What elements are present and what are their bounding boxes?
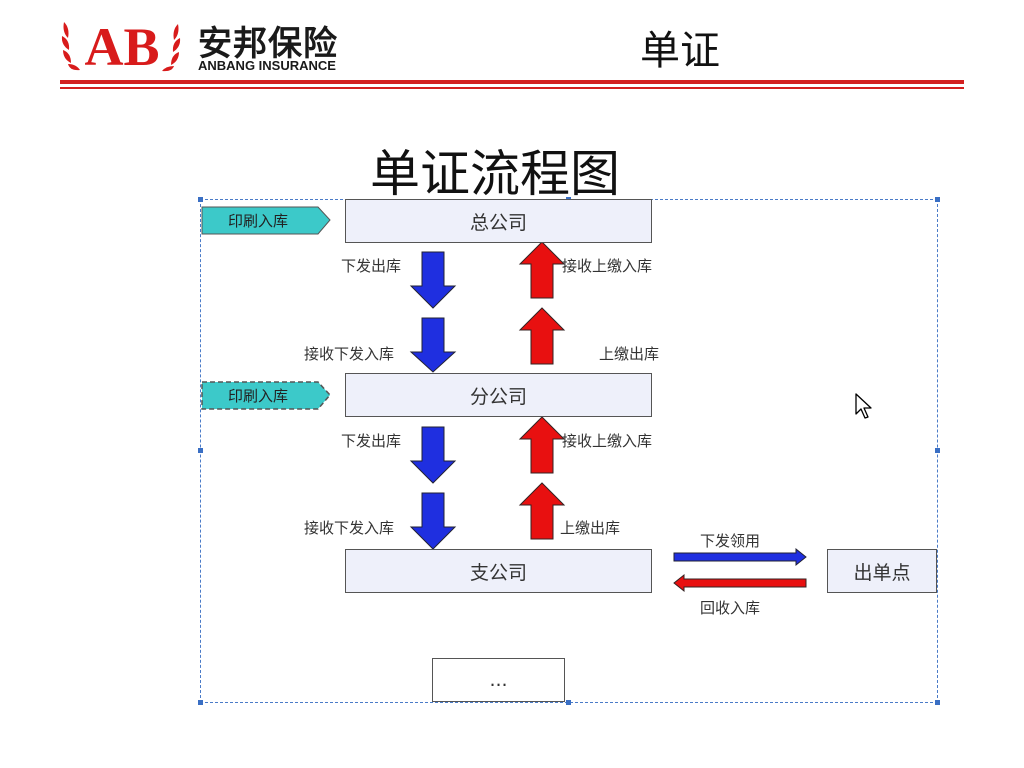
label-receive-down-in-2: 接收下发入库 — [304, 519, 395, 537]
label-issue-use: 下发领用 — [700, 532, 761, 550]
logo-letters: AB — [84, 17, 159, 74]
resize-handle-ne[interactable] — [935, 197, 940, 202]
header-title: 单证 — [640, 28, 720, 74]
label-issue-out-2: 下发出库 — [341, 432, 402, 450]
label-up-out-1: 上缴出库 — [599, 345, 660, 363]
box-issuing-point[interactable]: 出单点 — [827, 549, 937, 593]
resize-handle-se[interactable] — [935, 700, 940, 705]
header-rule-thick — [60, 80, 964, 84]
print-in-label-top: 印刷入库 — [228, 212, 289, 230]
label-issue-out-1: 下发出库 — [341, 257, 402, 275]
brand-logo: AB 安邦保险 ANBANG INSURANCE — [60, 14, 370, 74]
box-head-office[interactable]: 总公司 — [345, 199, 652, 243]
resize-handle-e[interactable] — [935, 448, 940, 453]
brand-name-cn: 安邦保险 — [198, 24, 338, 64]
brand-name-en: ANBANG INSURANCE — [198, 58, 336, 73]
page-title: 单证流程图 — [370, 145, 620, 203]
header-rule-thin — [60, 87, 964, 89]
anbang-logo-icon: AB — [61, 17, 181, 74]
box-sub-branch[interactable]: 支公司 — [345, 549, 652, 593]
resize-handle-s[interactable] — [566, 700, 571, 705]
label-receive-up-in-1: 接收上缴入库 — [562, 257, 653, 275]
box-branch[interactable]: 分公司 — [345, 373, 652, 417]
label-recycle-in: 回收入库 — [700, 599, 761, 617]
resize-handle-nw[interactable] — [198, 197, 203, 202]
print-in-label-mid: 印刷入库 — [228, 387, 289, 405]
resize-handle-sw[interactable] — [198, 700, 203, 705]
resize-handle-w[interactable] — [198, 448, 203, 453]
box-more[interactable]: ... — [432, 658, 565, 702]
mouse-pointer-icon — [855, 393, 872, 419]
label-receive-down-in-1: 接收下发入库 — [304, 345, 395, 363]
label-receive-up-in-2: 接收上缴入库 — [562, 432, 653, 450]
label-up-out-2: 上缴出库 — [560, 519, 621, 537]
